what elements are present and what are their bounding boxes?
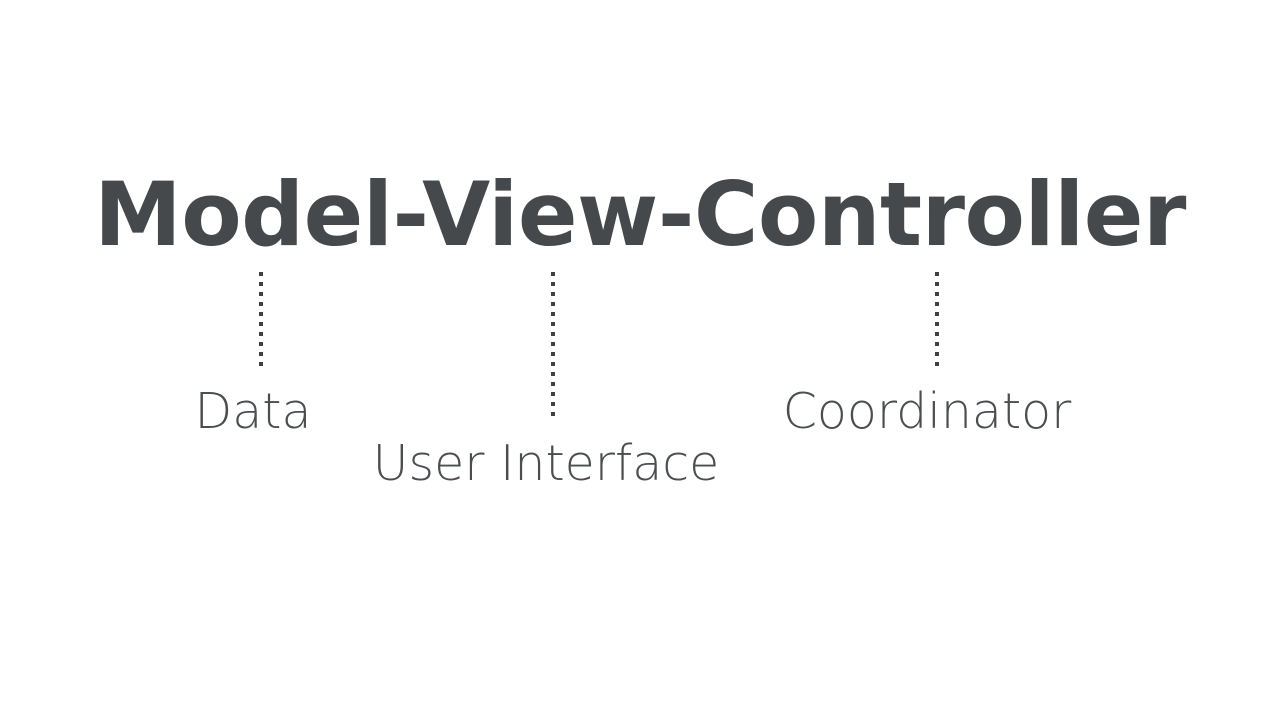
annotation-label-coordinator: Coordinator bbox=[782, 383, 1072, 440]
annotation-label-user-interface: User Interface bbox=[372, 435, 720, 492]
leader-line-controller bbox=[935, 272, 939, 366]
page-title: Model-View-Controller bbox=[94, 163, 1186, 266]
leader-line-model bbox=[259, 272, 263, 367]
leader-line-view bbox=[551, 272, 555, 419]
annotation-label-data: Data bbox=[194, 383, 312, 440]
